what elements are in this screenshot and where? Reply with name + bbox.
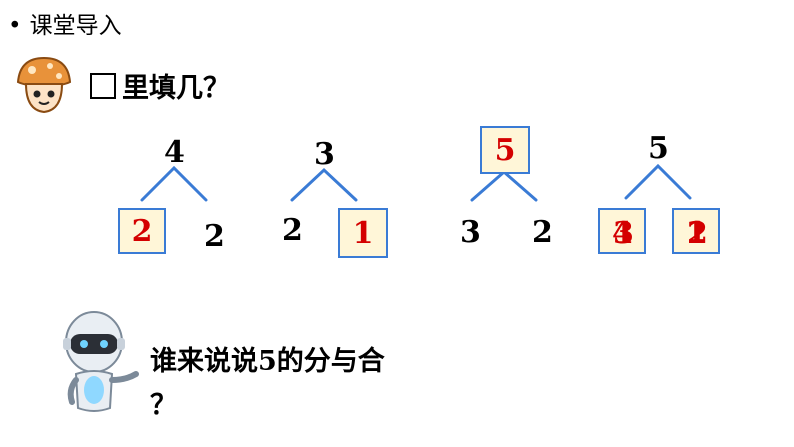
question-line-2: ？ [150, 390, 177, 421]
tree-4-right-answer-box[interactable]: 1 2 [672, 208, 720, 254]
tree-2-left-number: 2 [282, 213, 303, 248]
bullet: • [8, 13, 22, 39]
tree-2-right-answer-box[interactable]: 1 [338, 208, 388, 258]
tree-4-branch [624, 163, 692, 200]
tree-2-branch [290, 167, 358, 202]
tree-1-branch [140, 165, 208, 202]
blank-square-icon [90, 72, 116, 99]
tree-3-right-number: 2 [532, 215, 553, 250]
tree-4-top-number: 5 [648, 131, 669, 166]
tree-3-left-number: 3 [460, 215, 481, 250]
tree-4-left-answer-box[interactable]: 4 3 [598, 208, 646, 254]
question-line-1: 谁来说说5的分与合 [150, 346, 385, 377]
tree-3-top-answer-box[interactable]: 5 [480, 126, 530, 174]
tree-3-branch [470, 170, 538, 202]
tree-4-left-overlay: 4 3 [612, 216, 634, 251]
robot-mascot-icon [63, 311, 139, 412]
tree-2-top-number: 3 [314, 137, 335, 172]
tree-1-top-number: 4 [164, 135, 185, 170]
prompt-line: 里填几？ [90, 66, 230, 105]
tree-1-left-answer-box[interactable]: 2 [118, 208, 166, 254]
section-title: 课堂导入 [29, 13, 122, 39]
section-header: • 课堂导入 [8, 6, 122, 40]
tree-4-right-overlay: 1 2 [686, 216, 708, 251]
tree-1-right-number: 2 [204, 219, 225, 254]
mushroom-mascot-icon [16, 56, 72, 114]
question-text: 谁来说说5的分与合 ？ [150, 340, 385, 428]
prompt-text: 里填几？ [122, 73, 230, 104]
